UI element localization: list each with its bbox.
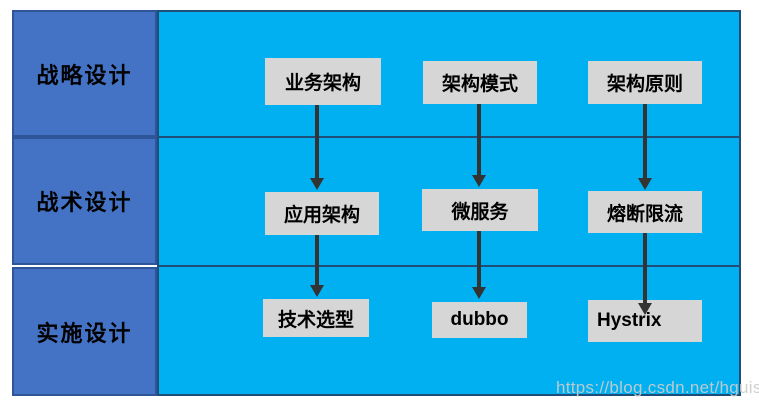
- arrow-down-head-icon: [472, 175, 486, 187]
- row-divider: [157, 265, 741, 267]
- row-header-implementation-design: 实施设计: [12, 267, 157, 396]
- row-header-label: 战术设计: [36, 190, 133, 215]
- node-microservices: 微服务: [422, 189, 538, 231]
- node-dubbo: dubbo: [432, 302, 527, 338]
- arrow-down-head-icon: [310, 285, 324, 297]
- arrow-principle-to-circuit-breaking: [643, 104, 647, 178]
- row-header-label: 实施设计: [36, 320, 133, 346]
- node-circuit-breaking-rate-limiting: 熔断限流: [588, 191, 702, 233]
- arrow-down-head-icon: [638, 303, 652, 315]
- watermark-url: https://blog.csdn.net/hguisu: [556, 378, 759, 397]
- arrow-application-to-technology: [315, 235, 319, 285]
- node-technology-selection: 技术选型: [263, 299, 369, 337]
- arrow-down-head-icon: [638, 178, 652, 190]
- arrow-down-head-icon: [472, 287, 486, 299]
- node-application-architecture: 应用架构: [265, 192, 379, 235]
- row-header-label: 战略设计: [36, 62, 133, 88]
- row-header-strategic-design: 战略设计: [12, 10, 157, 137]
- arrow-circuit-breaking-to-hystrix: [643, 233, 647, 303]
- node-architecture-pattern: 架构模式: [423, 61, 537, 104]
- row-header-tactical-design: 战术设计: [12, 137, 157, 265]
- arrow-business-to-application: [315, 105, 319, 178]
- arrow-microservices-to-dubbo: [477, 231, 481, 287]
- node-business-architecture: 业务架构: [265, 58, 381, 105]
- node-architecture-principle: 架构原则: [588, 61, 702, 104]
- arrow-down-head-icon: [310, 178, 324, 190]
- row-divider: [157, 136, 741, 138]
- arrow-pattern-to-microservices: [477, 104, 481, 175]
